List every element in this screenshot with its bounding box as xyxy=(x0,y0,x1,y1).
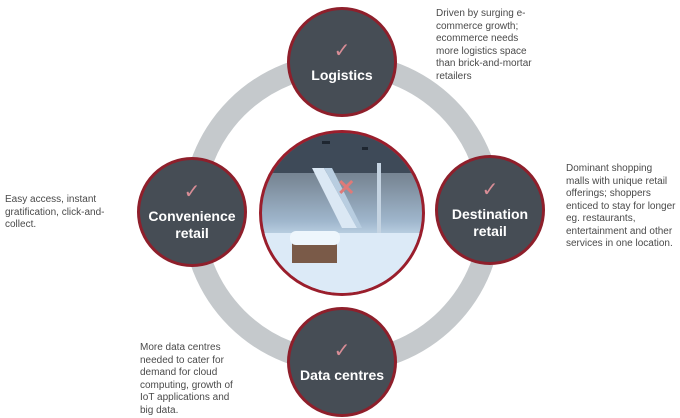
data-centres-description: More data centres needed to cater for de… xyxy=(140,342,233,416)
mall-illustration xyxy=(262,133,422,293)
node-label: Destination retail xyxy=(451,206,529,239)
node-destination-retail: ✓ Destination retail xyxy=(435,155,545,265)
check-icon: ✓ xyxy=(183,181,201,203)
convenience-retail-description: Easy access, instant gratification, clic… xyxy=(5,194,105,230)
node-convenience-retail: ✓ Convenience retail xyxy=(137,157,247,267)
destination-retail-description: Dominant shopping malls with unique reta… xyxy=(566,163,676,249)
check-icon: ✓ xyxy=(481,179,499,201)
logistics-description: Driven by surging e-commerce growth; eco… xyxy=(436,8,532,82)
abandoned-mall-photo: ✕ xyxy=(259,130,425,296)
node-data-centres: ✓ Data centres xyxy=(287,307,397,417)
cross-icon: ✕ xyxy=(337,175,356,200)
node-label: Data centres xyxy=(299,366,385,383)
node-logistics: ✓ Logistics xyxy=(287,7,397,117)
check-icon: ✓ xyxy=(333,339,351,362)
node-label: Convenience retail xyxy=(148,208,236,241)
node-label: Logistics xyxy=(311,66,373,83)
check-icon: ✓ xyxy=(333,39,351,62)
